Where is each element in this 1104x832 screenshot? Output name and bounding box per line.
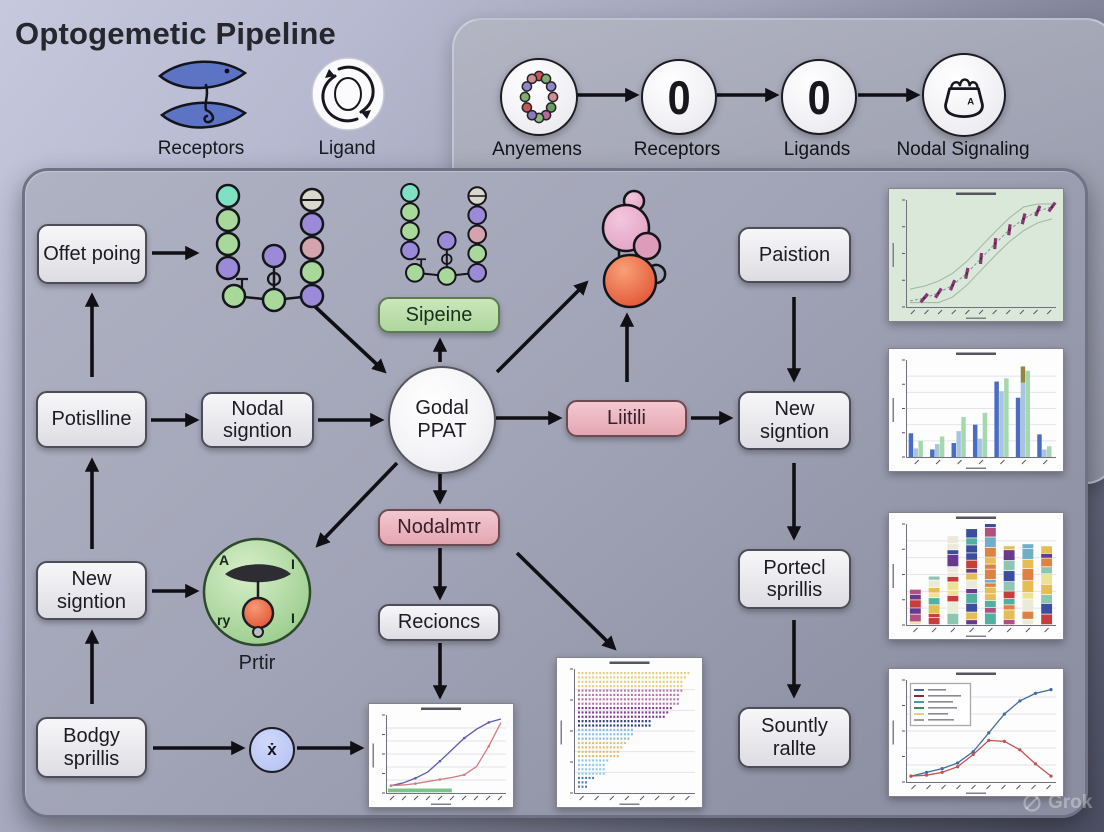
nodal-signaling-label: Nodal Signaling [896, 139, 1030, 160]
node-sountly-rallte: Sountly rallte [738, 707, 851, 768]
node-nodal-signtion: Nodal signtion [201, 392, 314, 448]
chart-grouped-bars [888, 348, 1064, 472]
ligand-label: Ligand [318, 138, 376, 159]
receptors-label: Receptors [157, 138, 245, 159]
glycan-molecule-icon [215, 183, 325, 313]
bag-icon: A [944, 78, 984, 118]
node-label: New signtion [57, 568, 126, 613]
chart-dose-response [888, 188, 1064, 322]
node-nodalmtr: Nodalmτr [378, 509, 500, 546]
node-label: Paistion [758, 243, 831, 266]
chart-stacked-bars [888, 512, 1064, 640]
node-recioncs: Recioncs [378, 604, 500, 641]
receptors2-label: Receptors [633, 139, 721, 160]
anyemens-label: Anyemens [492, 139, 582, 160]
ligands-circle: 0 [781, 59, 857, 135]
cell-icon [202, 537, 312, 647]
node-label: New signtion [760, 398, 829, 443]
prtir-label: Prtir [238, 652, 276, 674]
watermark-text: Grok [1048, 792, 1093, 813]
cell-letter: ry [217, 612, 231, 628]
node-godal-ppat: Godal PPAT [388, 366, 496, 474]
node-label: Bodgy sprillis [63, 725, 120, 770]
cell-letter: I [291, 610, 295, 626]
chart-growth [368, 703, 514, 808]
ligands-label: Ligands [783, 139, 851, 160]
ligand-molecule-icon [601, 189, 667, 309]
node-label: Nodalmτr [397, 516, 481, 539]
glycan-molecule-icon [400, 183, 487, 286]
cell-letter: I [291, 556, 295, 572]
node-liitili: Liitili [566, 400, 687, 437]
node-label: Recioncs [397, 611, 481, 634]
nodal-signaling-circle: A [922, 53, 1006, 137]
page-title: Optogemetic Pipeline [15, 16, 336, 51]
receptors-circle: 0 [641, 59, 717, 135]
node-label: Potislline [51, 408, 132, 431]
node-label: Nodal signtion [223, 397, 292, 442]
prtir-cell: A I ry I [201, 536, 313, 648]
receptors-fish-icon [158, 60, 248, 129]
watermark: Grok [1022, 792, 1092, 814]
node-label: Sipeine [405, 303, 473, 326]
node-paistion: Paistion [738, 227, 851, 283]
zero-icon: 0 [807, 70, 831, 124]
chart-dot-matrix [556, 657, 703, 808]
node-portecl-sprillis: Portecl sprillis [738, 549, 851, 609]
multiply-glyph: ẋ [267, 740, 277, 759]
grok-logo-icon [1023, 794, 1041, 812]
node-new-signtion-left: New signtion [36, 561, 147, 620]
node-offet-poing: Offet poing [37, 224, 147, 284]
cell-letter: A [219, 552, 230, 568]
anyemens-circle [500, 58, 578, 136]
zero-icon: 0 [667, 70, 691, 124]
node-label: Godal PPAT [415, 397, 469, 442]
node-label: Portecl sprillis [763, 556, 826, 601]
node-label: Liitili [607, 407, 646, 430]
node-sipeine: Sipeine [378, 297, 500, 333]
node-label: Offet poing [43, 242, 141, 265]
node-new-signtion-right: New signtion [738, 391, 851, 450]
ligand-cycle-icon [311, 57, 385, 131]
node-potislline: Potislline [36, 391, 147, 448]
multiply-node: ẋ [249, 727, 295, 773]
chart-timecourse [888, 668, 1064, 797]
node-bodgy-sprillis: Bodgy sprillis [36, 717, 147, 778]
bead-ring-icon [519, 70, 559, 124]
node-label: Sountly rallte [761, 715, 828, 760]
svg-text:A: A [967, 97, 974, 108]
